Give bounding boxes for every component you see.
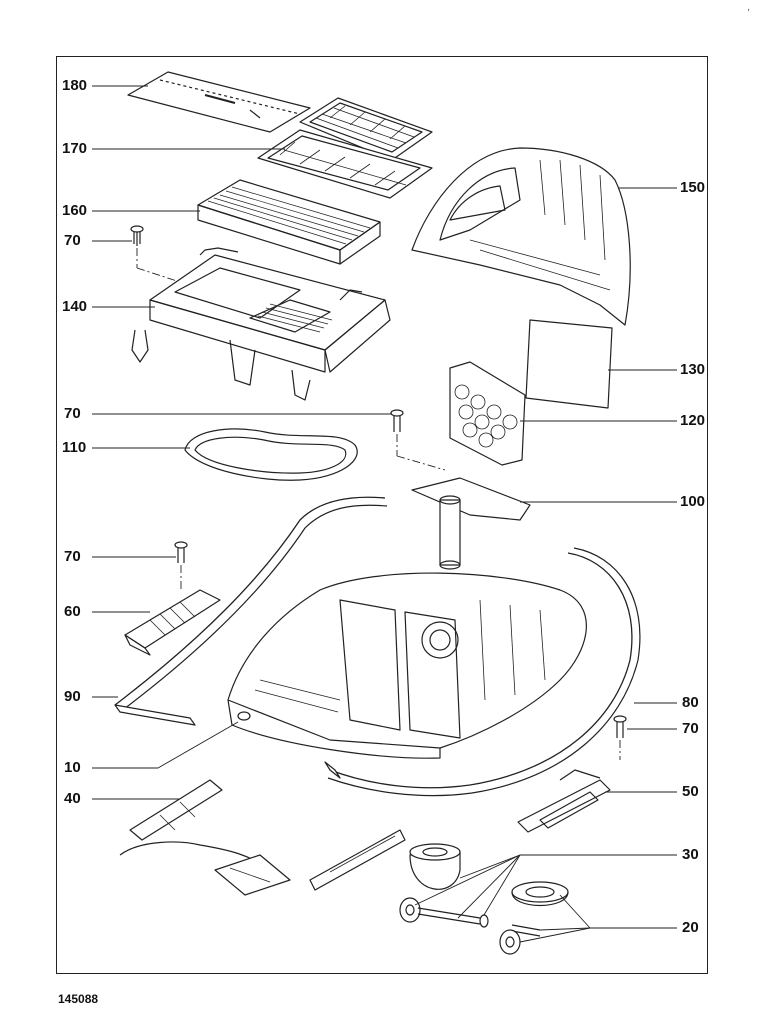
corner-mark: ,: [747, 2, 750, 13]
part-number-20: 20: [682, 919, 699, 936]
part-number-90: 90: [64, 688, 81, 705]
part-number-70-c: 70: [64, 548, 81, 565]
part-number-10: 10: [64, 759, 81, 776]
part-number-100: 100: [680, 493, 706, 510]
part-number-80: 80: [682, 694, 699, 711]
part-40-electronics: [119, 779, 406, 896]
part-number-30: 30: [682, 846, 699, 863]
part-number-40: 40: [64, 790, 81, 807]
part-number-180: 180: [62, 77, 88, 94]
part-60-motor-unit: [124, 589, 221, 656]
part-120-grille: [449, 361, 526, 466]
diagram-frame: [56, 56, 708, 974]
part-30-wheel-assembly: [399, 843, 489, 928]
document-id: 145088: [58, 992, 99, 1006]
part-110-gasket: [184, 428, 358, 481]
part-number-70-b: 70: [64, 405, 81, 422]
part-70-screw-c: [174, 541, 188, 563]
part-filter-frame-top: [299, 97, 433, 161]
part-70-screw-a: [130, 225, 144, 246]
part-number-150: 150: [680, 179, 706, 196]
part-80-bumper-strip: [324, 547, 641, 797]
part-50-control-part: [517, 769, 611, 833]
alignment-lines: [136, 248, 621, 760]
part-number-50: 50: [682, 783, 699, 800]
part-150-upper-shell: [411, 147, 631, 326]
part-number-60: 60: [64, 603, 81, 620]
part-number-120: 120: [680, 412, 706, 429]
leader-lines: [92, 85, 677, 943]
part-20-castor: [499, 881, 569, 955]
part-number-170: 170: [62, 140, 88, 157]
part-100-connector: [411, 477, 531, 570]
part-70-screw-d: [613, 715, 627, 738]
part-160-hepa-filter: [197, 179, 381, 265]
part-number-70-d: 70: [682, 720, 699, 737]
part-number-160: 160: [62, 202, 88, 219]
part-number-130: 130: [680, 361, 706, 378]
part-10-base-chassis: [227, 572, 587, 759]
part-170-filter-tray: [257, 129, 433, 199]
part-number-110: 110: [62, 439, 87, 456]
part-180-label-sheet: [127, 71, 311, 133]
part-140-filter-housing: [131, 247, 391, 401]
part-number-70-a: 70: [64, 232, 81, 249]
part-90-bumper-strip: [114, 496, 388, 726]
part-70-screw-b: [390, 409, 404, 432]
part-number-140: 140: [62, 298, 88, 315]
part-130-flat-panel: [525, 319, 613, 409]
